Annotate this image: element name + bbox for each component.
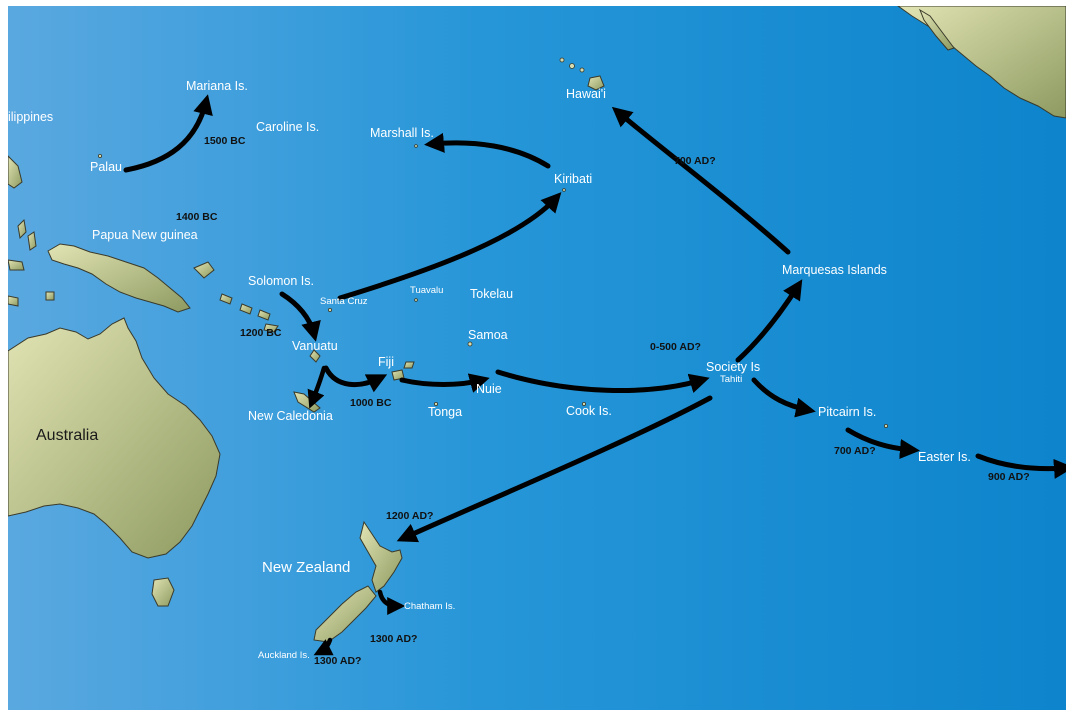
label-palau: Palau <box>90 160 122 174</box>
land-tonga <box>433 401 438 406</box>
date-society: 0-500 AD? <box>650 341 701 353</box>
land-pitcairn <box>884 423 889 428</box>
land-tasmania <box>151 577 175 607</box>
date-hawaii: 700 AD? <box>674 155 716 167</box>
land-islet <box>17 218 27 240</box>
label-society: Society Is <box>706 360 760 374</box>
label-auckland: Auckland Is. <box>258 650 310 661</box>
date-new-zealand: 1200 AD? <box>386 510 433 522</box>
route-nz-auckland <box>313 637 334 656</box>
label-tokelau: Tokelau <box>470 287 513 301</box>
date-pitcairn: 700 AD? <box>834 445 876 457</box>
label-new-zealand: New Zealand <box>262 559 350 576</box>
land-fiji <box>403 361 415 369</box>
date-vanuatu: 1200 BC <box>240 327 282 339</box>
migration-routes <box>123 94 1066 656</box>
route-society-newzealand <box>396 395 713 543</box>
label-fiji: Fiji <box>378 355 394 369</box>
land-tuavalu <box>414 298 418 302</box>
label-cook: Cook Is. <box>566 404 612 418</box>
label-tahiti: Tahiti <box>720 374 742 385</box>
label-tonga: Tonga <box>428 405 462 419</box>
date-mariana: 1500 BC <box>204 135 246 147</box>
land-nz-north <box>359 520 403 593</box>
label-nuie: Nuie <box>476 382 502 396</box>
land-hawaii-islet <box>569 63 575 69</box>
label-samoa: Samoa <box>468 328 508 342</box>
label-marshall: Marshall Is. <box>370 126 434 140</box>
label-mariana: Mariana Is. <box>186 79 248 93</box>
place-labels: ilippines Mariana Is. Caroline Is. Palau… <box>8 79 971 661</box>
date-labels: 1500 BC 1400 BC 1200 BC 1000 BC 0-500 AD… <box>176 135 1030 667</box>
label-hawaii: Hawai'i <box>566 87 606 101</box>
land-hawaii-islet <box>559 57 565 63</box>
route-pitcairn-easter <box>845 427 920 459</box>
land-solomon <box>257 309 271 321</box>
land-islet <box>8 295 19 307</box>
route-santacruz-kiribati <box>337 192 562 301</box>
label-australia: Australia <box>36 427 98 444</box>
route-marquesas-hawaii <box>611 106 791 255</box>
land-philippines <box>8 155 23 189</box>
route-vanuatu-newcaledonia <box>307 365 327 409</box>
date-chatham: 1300 AD? <box>370 633 417 645</box>
label-tuavalu: Tuavalu <box>410 285 443 296</box>
label-santa-cruz: Santa Cruz <box>320 296 368 307</box>
label-easter: Easter Is. <box>918 450 971 464</box>
label-solomon: Solomon Is. <box>248 274 314 288</box>
route-society-pitcairn <box>751 377 816 418</box>
label-new-caledonia: New Caledonia <box>248 409 333 423</box>
land-solomon <box>219 293 233 305</box>
label-chatham: Chatham Is. <box>404 601 455 612</box>
date-auckland: 1300 AD? <box>314 655 361 667</box>
ocean <box>8 6 1066 710</box>
label-marquesas: Marquesas Islands <box>782 263 887 277</box>
route-solomon-vanuatu <box>279 291 321 342</box>
label-kiribati: Kiribati <box>554 172 592 186</box>
date-png: 1400 BC <box>176 211 218 223</box>
migration-map: ilippines Mariana Is. Caroline Is. Palau… <box>8 6 1066 710</box>
date-easter: 900 AD? <box>988 471 1030 483</box>
land-hawaii <box>587 75 605 91</box>
date-fiji: 1000 BC <box>350 397 392 409</box>
label-vanuatu: Vanuatu <box>292 339 338 353</box>
land-samoa <box>467 341 473 347</box>
land-new-guinea <box>47 243 191 313</box>
land-solomon <box>239 303 253 315</box>
route-nuie-society <box>495 369 710 393</box>
land-kiribati <box>562 188 566 192</box>
land-santa-cruz <box>327 307 332 312</box>
label-pitcairn: Pitcairn Is. <box>818 405 876 419</box>
land-baja <box>918 8 955 51</box>
land-australia <box>8 317 221 559</box>
land-vanuatu <box>309 349 321 363</box>
land-marshall <box>414 144 418 148</box>
route-vanuatu-fiji <box>323 365 388 393</box>
label-caroline: Caroline Is. <box>256 120 319 134</box>
land-islet <box>27 231 37 251</box>
route-easter-east <box>975 453 1066 479</box>
land-hawaii-islet <box>579 67 585 73</box>
land-islet <box>8 259 25 271</box>
map-canvas: ilippines Mariana Is. Caroline Is. Palau… <box>8 6 1066 710</box>
route-society-marquesas <box>735 279 803 363</box>
route-palau-mariana <box>123 94 213 173</box>
label-png: Papua New guinea <box>92 228 198 242</box>
land-cook <box>582 401 587 406</box>
label-philippines: ilippines <box>8 110 53 124</box>
route-kiribati-marshall <box>424 132 551 169</box>
land-solomon <box>263 323 279 333</box>
land-palau <box>98 153 103 158</box>
land-islet <box>45 291 55 301</box>
land-islet <box>193 261 215 279</box>
route-fiji-nuie <box>399 373 490 393</box>
route-nz-chatham <box>377 589 406 615</box>
